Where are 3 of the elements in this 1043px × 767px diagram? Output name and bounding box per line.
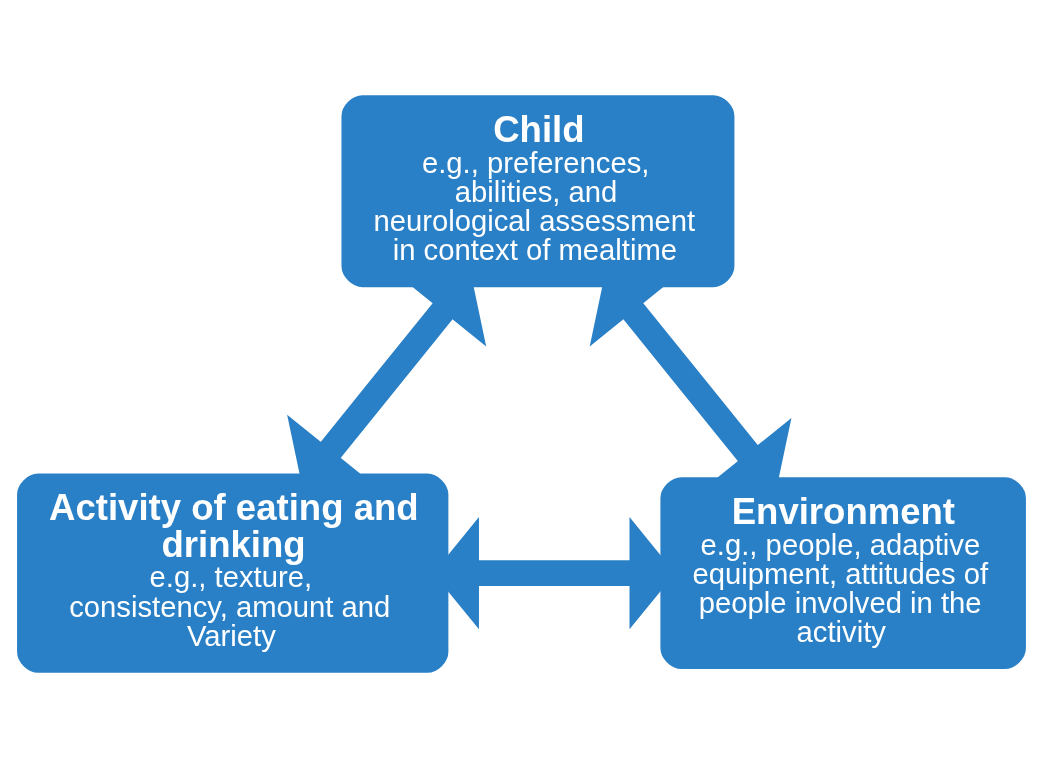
node-box: Child e.g., preferences, abilities, and neurological assessment in context of mealtime (339, 92, 737, 289)
node-box: Environment e.g., people, adaptive equipment, attitudes of people involved in the activity (658, 474, 1028, 671)
node-box: Activity of eating and drinking e.g., texture, consistency, amount and Variety (15, 471, 451, 675)
